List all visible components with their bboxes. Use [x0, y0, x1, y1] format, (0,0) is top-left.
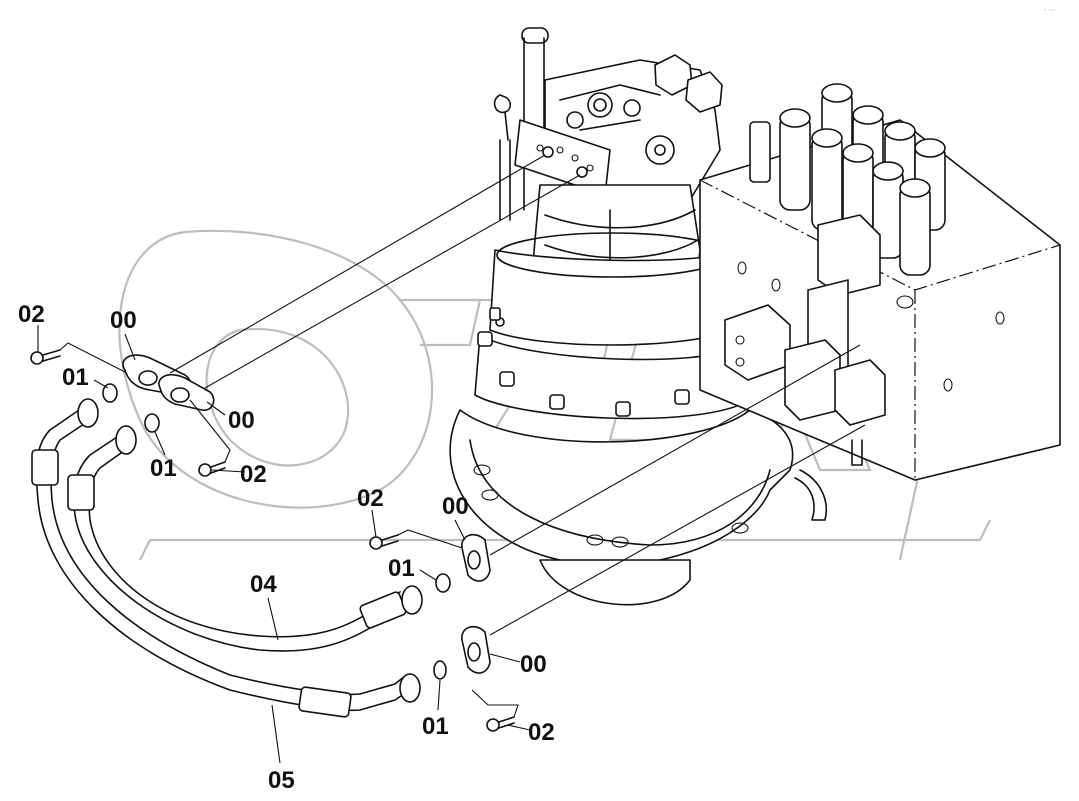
callout-02: 02: [528, 719, 555, 746]
control-valve: [699, 83, 1061, 481]
motor-bolts: [477, 307, 690, 417]
bolt-upper-left: [30, 349, 61, 365]
callout-02: 02: [240, 461, 267, 488]
callout-00: 00: [110, 307, 137, 334]
bolt-lower-bottom: [486, 716, 515, 732]
callout-04: 04: [250, 571, 277, 598]
callout-00: 00: [520, 651, 547, 678]
callout-01: 01: [150, 455, 177, 482]
bolt-upper-right: [198, 461, 226, 477]
callout-leaders: [37, 325, 531, 764]
callout-02: 02: [18, 301, 45, 328]
flange-group-lower: [369, 344, 866, 732]
hose-04: [67, 425, 423, 652]
spool-caps: [779, 83, 946, 276]
swing-motor: [449, 27, 827, 606]
bolt-lower-top: [369, 534, 399, 550]
corner-mark: ∙ ∙∙∙: [1044, 5, 1055, 14]
callout-01: 01: [388, 555, 415, 582]
hose-05: [31, 398, 421, 718]
callout-00: 00: [228, 407, 255, 434]
callout-02: 02: [357, 485, 384, 512]
callout-00: 00: [442, 493, 469, 520]
flange-group-upper: [30, 154, 581, 477]
callout-01: 01: [62, 364, 89, 391]
callout-01: 01: [422, 713, 449, 740]
callouts: 02 00 01 00 01 02 02 00 01 04 00 05 01 0…: [18, 301, 555, 794]
callout-05: 05: [268, 767, 295, 794]
